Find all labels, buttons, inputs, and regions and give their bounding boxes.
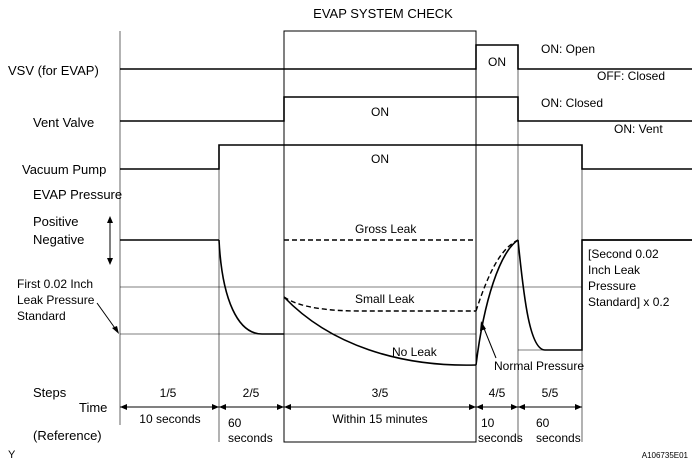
arrow-up-icon [107, 216, 113, 223]
second-standard-line: Standard] x 0.2 [588, 295, 670, 309]
steps-label: Steps [33, 385, 67, 400]
arrow-head-icon [480, 321, 486, 331]
arrow-right-icon [575, 404, 582, 410]
first-standard-pointer [96, 302, 118, 332]
arrow-head-icon [112, 326, 119, 334]
time-value: 10 seconds [139, 412, 200, 426]
arrow-right-icon [277, 404, 284, 410]
vsv-signal [120, 44, 692, 70]
vacuum-pump-label: Vacuum Pump [22, 162, 106, 177]
reference-label: (Reference) [33, 428, 102, 443]
time-value: Within 15 minutes [332, 412, 427, 426]
negative-label: Negative [33, 232, 84, 247]
arrow-left-icon [284, 404, 291, 410]
step4-rise-solid [475, 239, 519, 366]
vacuum-pump-on-text: ON [371, 152, 389, 166]
step-label: 3/5 [372, 386, 389, 400]
pressure-curve-step2 [218, 239, 284, 335]
arrow-left-icon [518, 404, 525, 410]
step-label: 2/5 [243, 386, 260, 400]
arrow-left-icon [120, 404, 127, 410]
evap-check-window [283, 30, 477, 443]
vent-valve-label: Vent Valve [33, 115, 94, 130]
positive-label: Positive [33, 214, 79, 229]
no-leak-label: No Leak [392, 345, 438, 359]
step-label: 1/5 [160, 386, 177, 400]
first-standard-line: Standard [17, 309, 66, 323]
step-label: 5/5 [542, 386, 559, 400]
arrow-right-icon [212, 404, 219, 410]
diagram-title: EVAP SYSTEM CHECK [313, 6, 453, 21]
normal-pressure-pointer [482, 325, 497, 359]
arrow-right-icon [469, 404, 476, 410]
step-label: 4/5 [489, 386, 506, 400]
vent-valve-state-vent: ON: Vent [614, 122, 663, 136]
first-standard-line: Leak Pressure [17, 293, 95, 307]
arrow-right-icon [511, 404, 518, 410]
gross-leak-label: Gross Leak [355, 222, 417, 236]
second-standard-line: Inch Leak [588, 263, 641, 277]
second-standard-line: Pressure [588, 279, 636, 293]
step4-rise-dashed [475, 239, 519, 312]
figure-code: A106735E01 [642, 451, 689, 460]
first-standard-line: First 0.02 Inch [17, 277, 93, 291]
arrow-left-icon [219, 404, 226, 410]
time-value: 60 [536, 416, 550, 430]
time-value: seconds [478, 431, 523, 445]
vent-valve-state-on: ON: Closed [541, 96, 603, 110]
footer-left-mark: Y [8, 449, 16, 461]
pressure-curve-step5 [517, 239, 692, 351]
time-value: seconds [536, 431, 581, 445]
no-leak-curve [283, 296, 477, 366]
time-value: 60 [228, 416, 242, 430]
time-label: Time [79, 400, 107, 415]
first-standard-label: First 0.02 Inch Leak Pressure Standard [17, 277, 95, 323]
vent-valve-signal [120, 96, 692, 122]
second-standard-label: [Second 0.02 Inch Leak Pressure Standard… [588, 247, 670, 309]
vsv-on-text: ON [488, 55, 506, 69]
vsv-state-off: OFF: Closed [597, 69, 665, 83]
arrow-down-icon [107, 258, 113, 265]
vent-valve-on-text: ON [371, 105, 389, 119]
arrow-left-icon [476, 404, 483, 410]
vsv-label: VSV (for EVAP) [8, 63, 99, 78]
time-value: 10 [481, 416, 495, 430]
vacuum-pump-signal [120, 144, 692, 170]
vsv-state-on: ON: Open [541, 42, 595, 56]
time-value: seconds [228, 431, 273, 445]
small-leak-label: Small Leak [355, 292, 415, 306]
evap-pressure-label: EVAP Pressure [33, 187, 122, 202]
second-standard-line: [Second 0.02 [588, 247, 659, 261]
time-span-arrows [120, 404, 582, 410]
normal-pressure-label: Normal Pressure [494, 359, 584, 373]
